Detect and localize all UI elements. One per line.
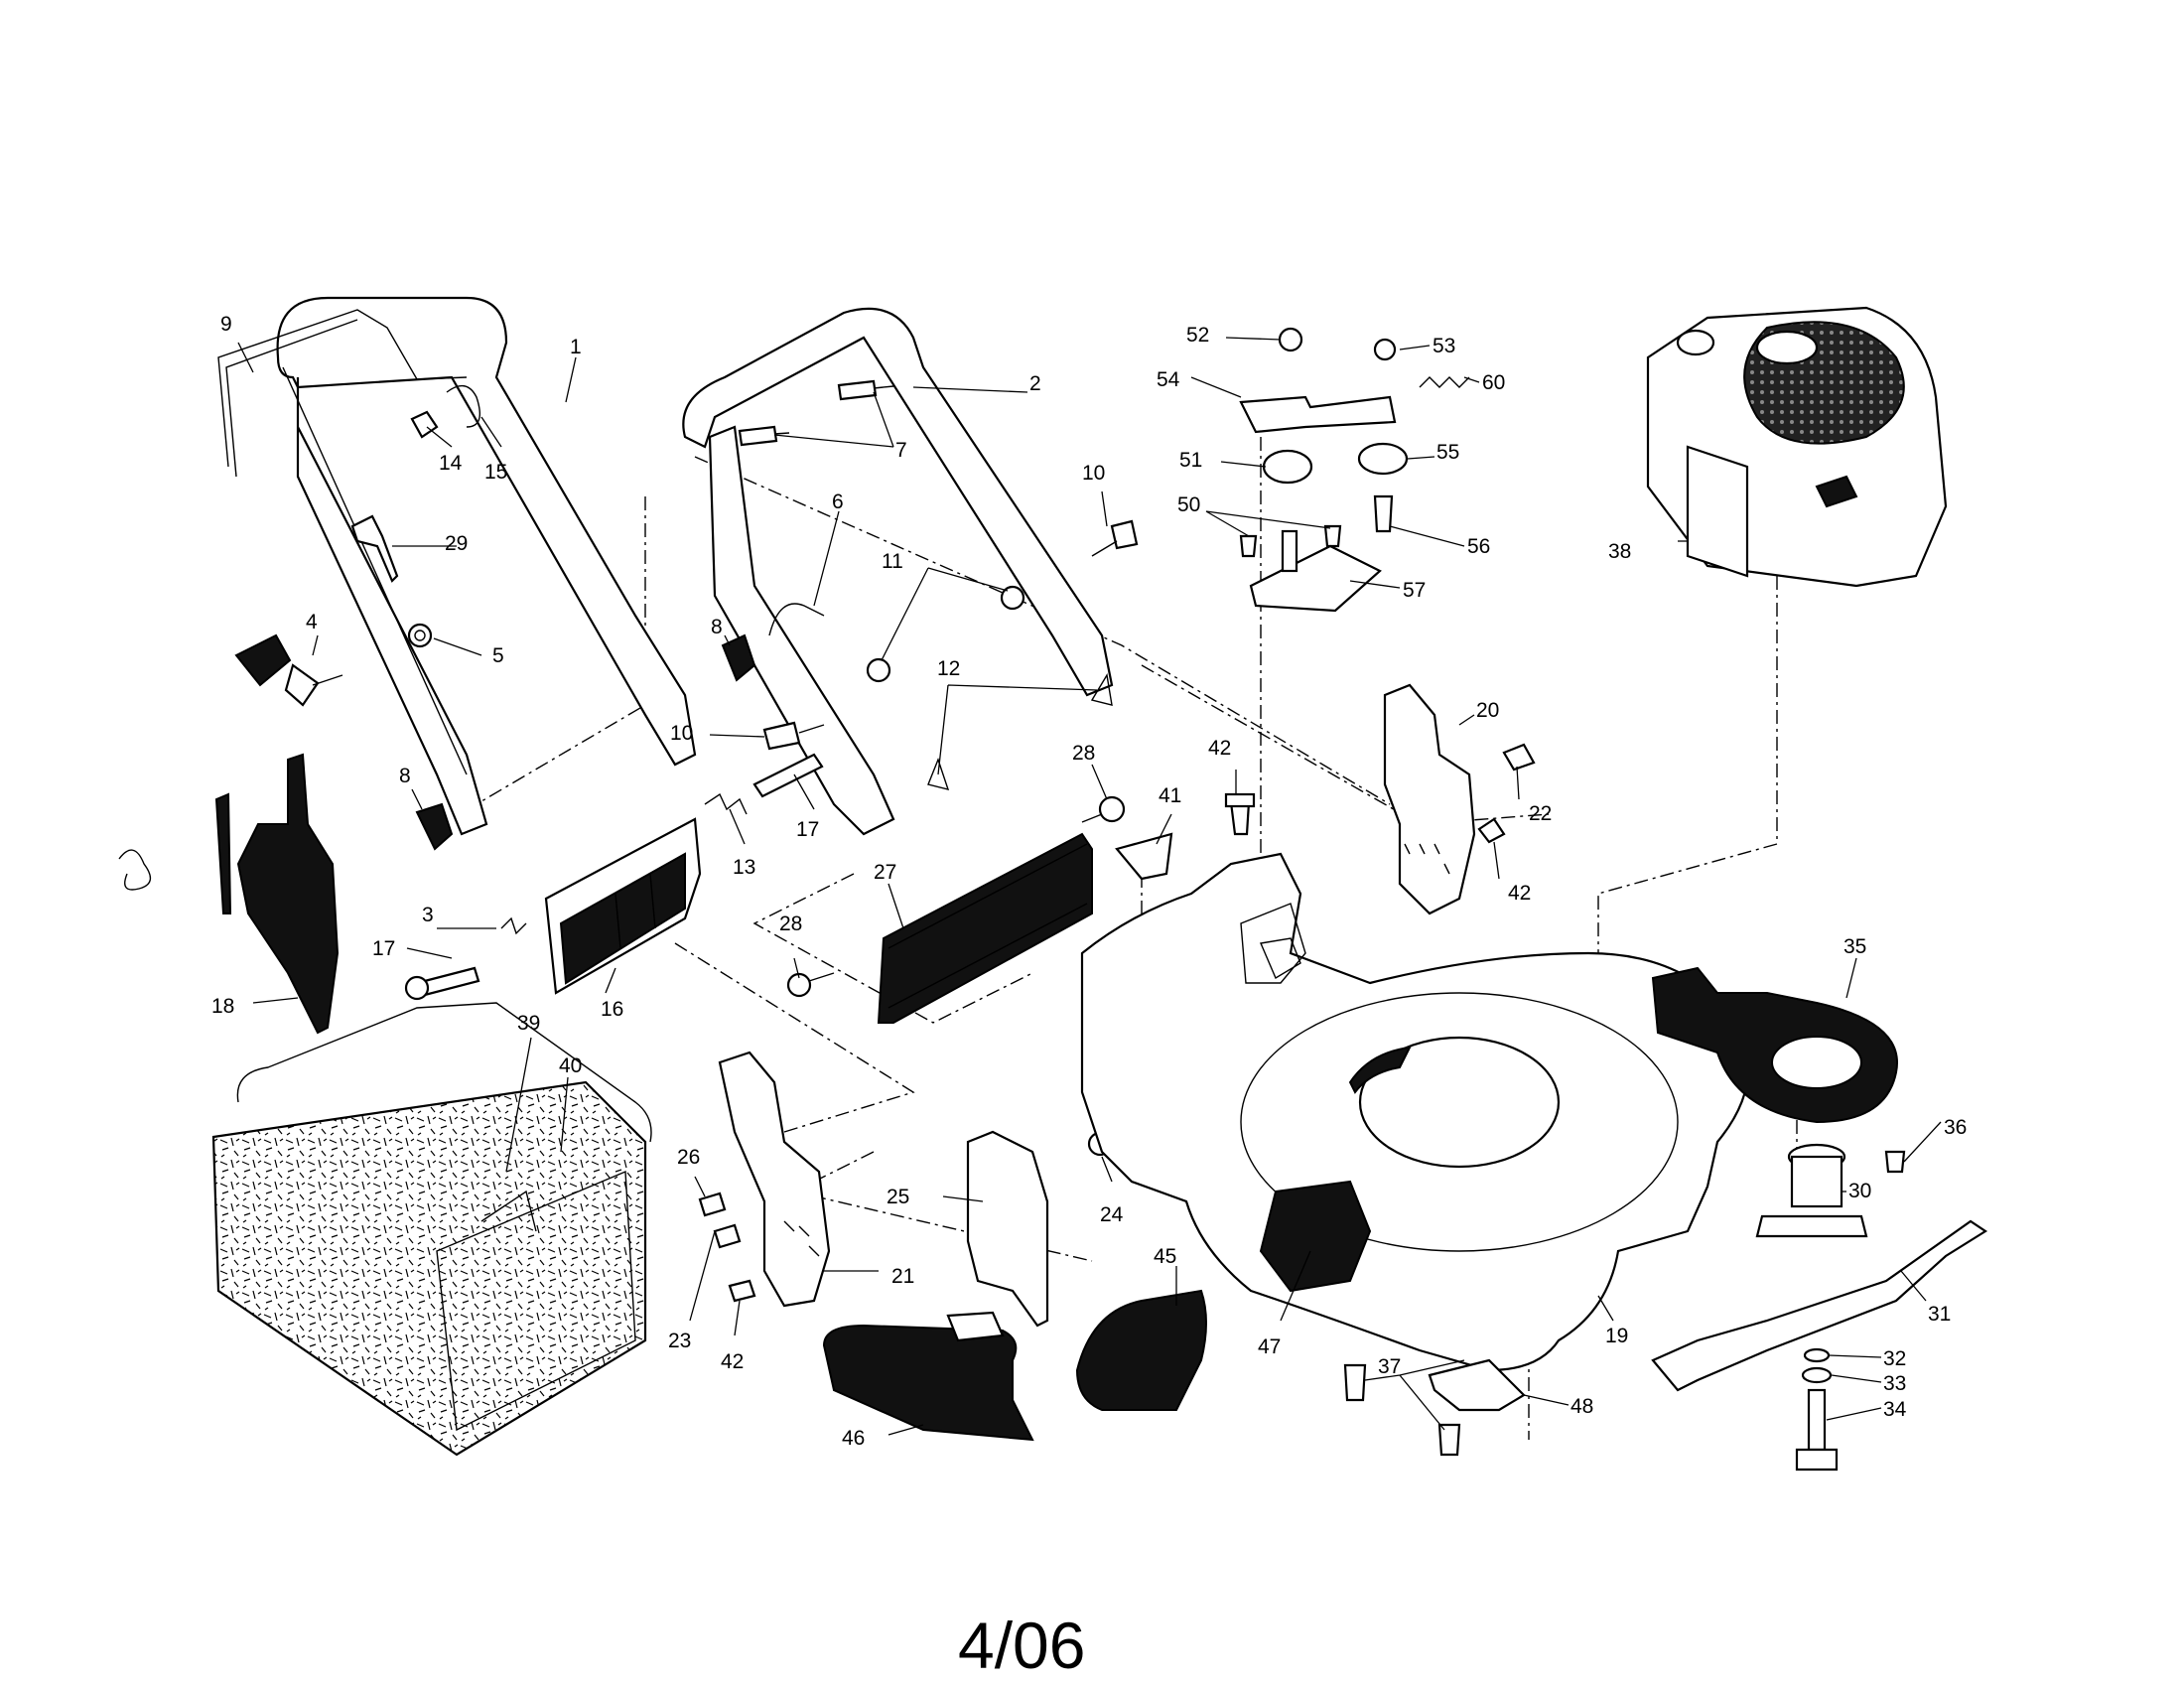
label-part-24: 24 [1100, 1203, 1124, 1226]
label-part-16: 16 [601, 998, 623, 1021]
leader-lines [237, 337, 1942, 1436]
label-part-42-right: 42 [1508, 882, 1531, 905]
label-part-37: 37 [1378, 1355, 1401, 1378]
label-part-28-right: 28 [1072, 742, 1095, 765]
label-part-13: 13 [733, 856, 755, 879]
label-part-45: 45 [1154, 1245, 1176, 1268]
blade-adapter [1755, 1143, 1868, 1238]
label-part-52: 52 [1186, 324, 1209, 347]
side-discharge-plate [966, 1130, 1049, 1328]
label-part-10-mid: 10 [670, 722, 693, 745]
label-part-42-bottom: 42 [721, 1350, 744, 1373]
engine [1646, 306, 1948, 588]
label-part-27: 27 [874, 861, 896, 884]
label-part-34: 34 [1883, 1398, 1907, 1421]
discharge-chute [822, 1311, 1034, 1442]
hardware-parts [234, 379, 1906, 1457]
drive-idler-parts [1239, 327, 1470, 613]
label-part-35: 35 [1843, 935, 1866, 958]
label-part-40: 40 [559, 1054, 582, 1077]
height-adjuster-brackets [718, 683, 1476, 1308]
label-part-4: 4 [306, 611, 318, 633]
label-part-30: 30 [1848, 1180, 1871, 1202]
label-part-18: 18 [211, 995, 234, 1018]
label-part-57: 57 [1403, 579, 1426, 602]
label-part-14: 14 [439, 452, 463, 475]
label-part-20: 20 [1476, 699, 1499, 722]
label-part-8-left: 8 [399, 765, 411, 787]
label-part-17-left: 17 [372, 937, 395, 960]
label-part-25: 25 [887, 1186, 909, 1208]
label-part-17-mid: 17 [796, 818, 819, 841]
label-part-47: 47 [1258, 1335, 1281, 1358]
label-part-54: 54 [1157, 368, 1180, 391]
label-part-33: 33 [1883, 1372, 1906, 1395]
label-part-32: 32 [1883, 1347, 1906, 1370]
label-part-39: 39 [517, 1012, 540, 1035]
label-part-38: 38 [1608, 540, 1631, 563]
label-part-21: 21 [891, 1265, 914, 1288]
label-part-8-right: 8 [711, 616, 723, 638]
part-number-labels: 9 1 2 7 14 15 29 4 5 8 8 6 11 10 12 10 1… [211, 313, 1967, 1450]
rear-door [544, 817, 702, 995]
label-part-10-top: 10 [1082, 462, 1105, 485]
label-part-11: 11 [882, 550, 903, 573]
label-part-9: 9 [220, 313, 232, 336]
deck-skid [1428, 1358, 1526, 1412]
label-part-56: 56 [1467, 535, 1490, 558]
label-part-3: 3 [422, 904, 434, 926]
mower-deck [1080, 852, 1750, 1372]
hinge-rod [877, 832, 1093, 1024]
label-part-48: 48 [1570, 1395, 1593, 1418]
label-part-23: 23 [668, 1330, 691, 1352]
control-bail [217, 309, 468, 478]
label-part-2: 2 [1029, 372, 1041, 395]
rear-deflector [118, 753, 340, 1035]
label-part-26: 26 [677, 1146, 700, 1169]
label-part-46: 46 [842, 1427, 865, 1450]
blade-bolt-stack [1795, 1347, 1839, 1472]
mulch-wedge [1115, 832, 1173, 881]
label-part-12: 12 [937, 657, 960, 680]
label-part-22: 22 [1529, 802, 1552, 825]
label-part-28-left: 28 [779, 912, 802, 935]
label-part-7: 7 [895, 439, 907, 462]
label-part-42-top: 42 [1208, 737, 1231, 760]
blade-adapter-shield [1651, 966, 1898, 1124]
label-part-29: 29 [445, 532, 468, 555]
label-part-6: 6 [832, 491, 844, 513]
label-part-5: 5 [492, 644, 504, 667]
label-part-60: 60 [1482, 371, 1505, 394]
mulch-plug [1075, 1289, 1207, 1411]
date-code: 4/06 [958, 1609, 1085, 1682]
mower-blade [1651, 1219, 1988, 1392]
label-part-1: 1 [570, 336, 582, 358]
label-part-50: 50 [1177, 493, 1200, 516]
grass-bag [211, 1002, 652, 1457]
label-part-53: 53 [1433, 335, 1455, 357]
label-part-51: 51 [1179, 449, 1202, 472]
upper-handle-left [276, 296, 697, 836]
label-part-15: 15 [484, 461, 507, 484]
label-part-31: 31 [1928, 1303, 1951, 1326]
label-part-41: 41 [1159, 784, 1181, 807]
label-part-19: 19 [1605, 1325, 1628, 1347]
label-part-36: 36 [1944, 1116, 1967, 1139]
label-part-55: 55 [1436, 441, 1459, 464]
